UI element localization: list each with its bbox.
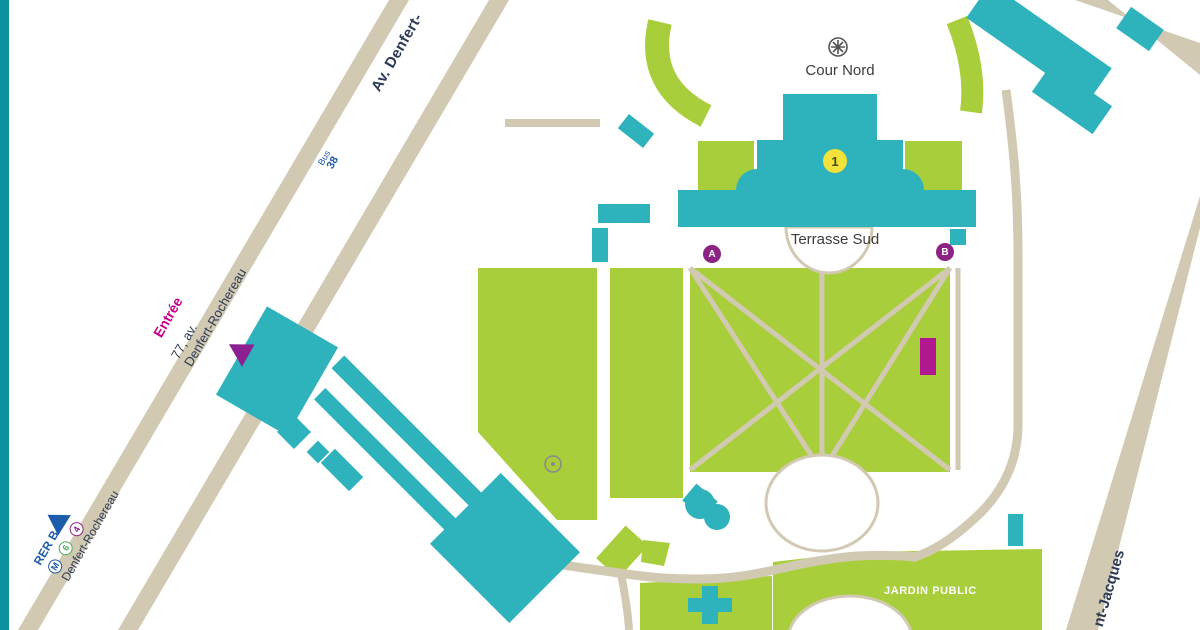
observatory-building (592, 94, 976, 262)
cour-nord-arc-left (645, 19, 712, 127)
point-marker-b: B (936, 243, 954, 261)
round-plaza (764, 453, 880, 553)
garden-structures (682, 483, 1023, 624)
street-saint-jacques-road (1066, 0, 1200, 630)
magenta-structure (920, 338, 936, 375)
terrasse-sud-semicircle (784, 225, 874, 275)
point-marker-a: A (703, 245, 721, 263)
lawn-small (641, 540, 670, 566)
parterre-fan-paths (687, 266, 953, 474)
lawn-small-tilted (596, 525, 648, 579)
northeast-buildings (966, 0, 1164, 135)
jardin-pond (788, 594, 912, 630)
terrasse-sud-label: Terrasse Sud (790, 231, 880, 248)
jardin-public-label: JARDIN PUBLIC (884, 585, 977, 597)
lawn-west-strip (610, 268, 683, 498)
fountain-icon (828, 37, 848, 57)
statue-icon (544, 455, 562, 473)
cross-shaped-basin (688, 586, 732, 624)
left-accent-bar (0, 0, 9, 630)
street-av-denfert-road (18, 0, 509, 630)
cour-nord-label: Cour Nord (805, 62, 875, 79)
lawn-west-large (478, 268, 597, 520)
street-buildings (215, 306, 580, 623)
building-marker-1: 1 (823, 149, 847, 173)
cour-nord-arc-right (946, 15, 984, 114)
